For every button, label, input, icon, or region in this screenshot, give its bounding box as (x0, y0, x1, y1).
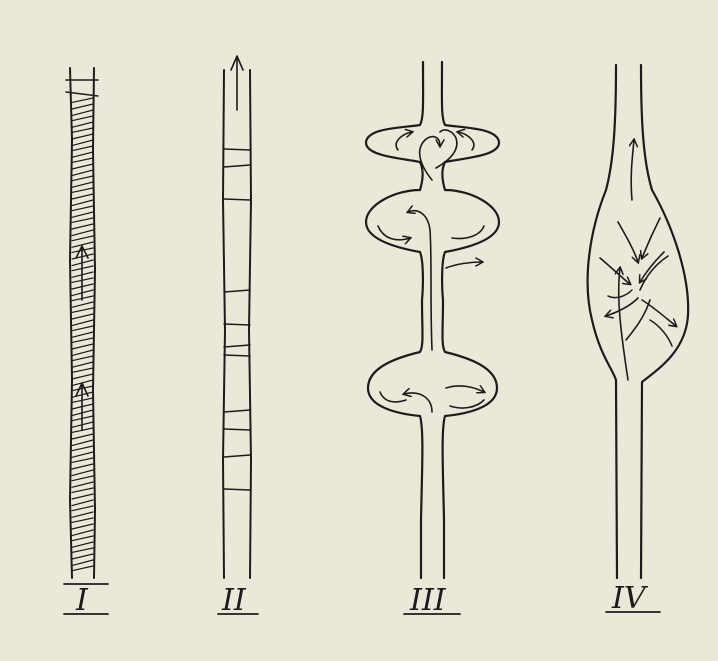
figure-III (366, 62, 499, 578)
hatch-line (72, 98, 93, 102)
hatch-line (72, 536, 93, 541)
hatch-line (72, 518, 93, 522)
bleed-through-text (40, 20, 700, 36)
hatch-line (72, 116, 93, 121)
hatch-line (72, 218, 93, 222)
hatch-line (72, 176, 93, 181)
hatch-line (72, 332, 93, 337)
hatch-line (72, 560, 93, 566)
hatch-line (72, 140, 93, 146)
figure-IV-outline-right (641, 65, 688, 578)
hatch-line (72, 152, 93, 157)
hatch-line (72, 182, 93, 187)
figure-II (223, 56, 251, 578)
hatch-line (72, 212, 93, 217)
hatch-line (72, 302, 93, 307)
crossbar (224, 149, 250, 150)
hatch-line (72, 446, 93, 451)
hatch-line (72, 488, 93, 492)
crossbar (224, 290, 250, 292)
hatch-line (72, 320, 93, 326)
hatch-line (72, 434, 93, 439)
hatch-line (72, 356, 93, 361)
hatch-line (72, 362, 93, 367)
hatch-line (72, 452, 93, 457)
figure-I (66, 68, 98, 578)
hatch-line (72, 158, 93, 162)
hatch-line (72, 494, 93, 499)
hatch-line (72, 170, 93, 176)
hatch-line (72, 566, 93, 571)
hatch-line (72, 506, 93, 511)
hatch-line (72, 482, 93, 487)
crossbar (224, 165, 250, 167)
hatch-line (72, 128, 93, 132)
hatch-line (72, 554, 93, 559)
hatch-line (72, 188, 93, 192)
figure-III-outline-left (366, 62, 423, 578)
hatch-line (72, 104, 93, 109)
hatch-line (72, 146, 93, 151)
hatch-line (72, 236, 93, 241)
hatch-line (72, 470, 93, 476)
hatch-line (72, 224, 93, 229)
crossbar (224, 355, 250, 356)
hatch-line (72, 110, 93, 116)
hatch-line (72, 326, 93, 331)
figure-II-crossbars (224, 149, 250, 490)
figure-IV-outline-left (588, 65, 617, 578)
hatch-line (72, 440, 93, 446)
hatch-line (72, 194, 93, 199)
hatch-line (72, 512, 93, 517)
hatch-line (72, 344, 93, 349)
hatch-line (72, 542, 93, 547)
hatch-line (72, 500, 93, 506)
label-I: I (75, 583, 89, 618)
figure-IV (588, 65, 689, 578)
hatch-line (72, 476, 93, 481)
crossbar (224, 345, 250, 347)
hatch-line (72, 374, 93, 379)
hatch-line (72, 122, 93, 127)
crossbar (224, 199, 250, 200)
hatch-line (72, 338, 93, 342)
hatch-line (72, 350, 93, 356)
hatch-line (72, 164, 93, 169)
hatch-line (72, 230, 93, 236)
crossbar (224, 455, 250, 457)
figure-II-arrow (231, 56, 243, 110)
crossbar (224, 410, 250, 412)
crossbar (224, 429, 250, 430)
hatch-line (72, 458, 93, 462)
hatch-line (72, 314, 93, 319)
label-IV: IV (611, 581, 649, 616)
figure-I-hatching (72, 98, 93, 571)
crossbar (224, 489, 250, 490)
crossbar (224, 324, 250, 325)
hatch-line (72, 524, 93, 529)
hatch-line (72, 548, 93, 552)
hatch-line (72, 464, 93, 469)
hatch-line (72, 206, 93, 211)
figure-I-arrow-lower (76, 383, 88, 430)
hatch-line (72, 530, 93, 536)
label-II: II (221, 583, 247, 618)
hatch-line (72, 368, 93, 372)
hatch-line (72, 308, 93, 312)
hatch-line (72, 200, 93, 206)
hatch-line (72, 134, 93, 139)
label-III: III (409, 583, 447, 618)
figure-III-outline-right (442, 62, 499, 578)
